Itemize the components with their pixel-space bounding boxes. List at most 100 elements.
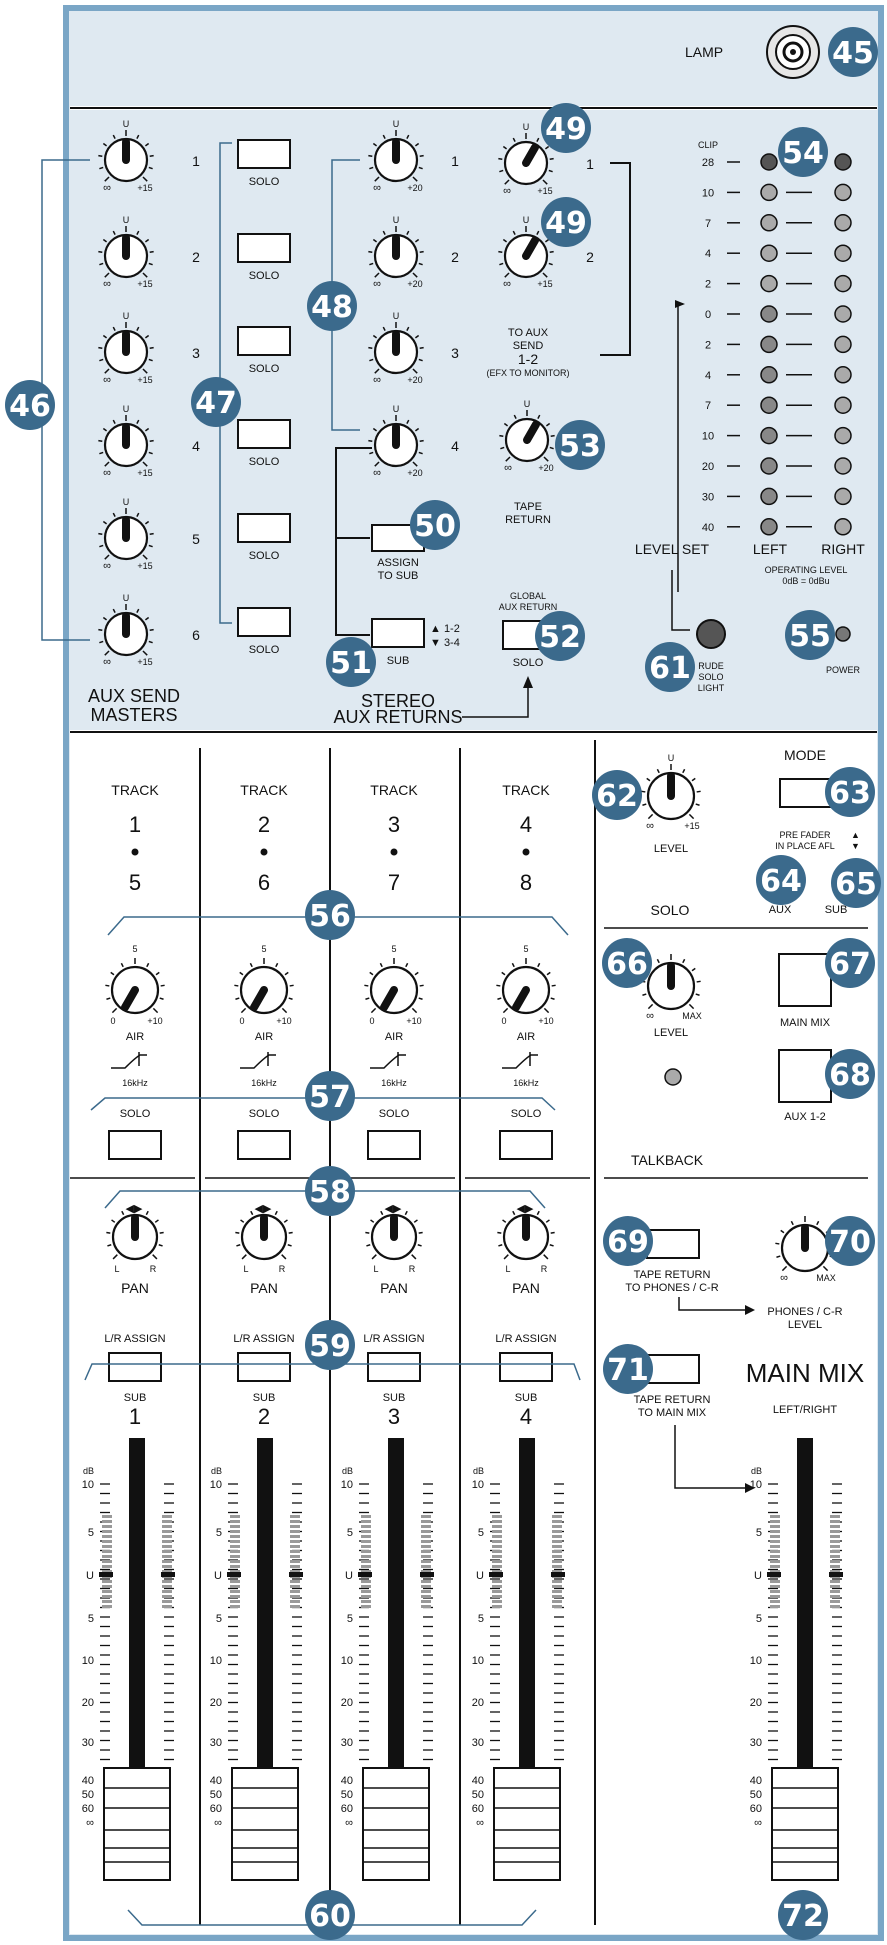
talkback-aux12-button[interactable] [778,1049,832,1103]
aux-return-knob-4[interactable]: U∞+20 [368,404,424,479]
track-solo-button[interactable] [499,1130,553,1160]
fader-cap[interactable] [362,1767,430,1881]
solo-level-knob[interactable]: U∞+15 [641,753,701,832]
fader-scale-label: 5 [478,1613,484,1625]
fader-scale-label: 30 [82,1737,94,1749]
air-knob-4[interactable] [496,958,556,1015]
aux-return-sub-button[interactable] [371,618,425,648]
pan-knob-2[interactable] [235,1206,293,1261]
track-label: TRACK [111,782,159,798]
lamp-socket[interactable] [766,25,820,79]
fader-scale-label: 5 [756,1527,762,1539]
meter-led-right [834,244,852,262]
svg-text:58: 58 [309,1175,351,1210]
tape-return-knob[interactable]: U∞+20 [499,399,555,474]
solo-mode-button[interactable] [779,778,833,808]
air-knob-2[interactable] [234,958,294,1015]
fader-scale-label: 20 [341,1697,353,1709]
global-aux-return-solo-label: SOLO [513,657,544,669]
fader-cap[interactable] [771,1767,839,1881]
fader-scale-label: 30 [750,1737,762,1749]
pan-l: L [373,1264,378,1274]
aux-send-masters-title-2: MASTERS [90,705,177,725]
to-aux-send-knob-1[interactable]: U∞+15 [498,122,554,197]
shelf-eq-icon [240,1054,276,1069]
pan-center-arrows: ◀▶ [517,1203,534,1215]
aux-return-knob-3[interactable]: U∞+20 [368,311,424,386]
tape-return-knob-min: ∞ [504,462,512,474]
tape-to-phones-button[interactable] [646,1229,700,1259]
air-max: +10 [538,1016,553,1026]
aux-master-knob-3[interactable]: U∞+15 [98,311,154,386]
lr-assign-button[interactable] [237,1352,291,1382]
callout-59: 59 [305,1320,355,1370]
track-solo-button[interactable] [237,1130,291,1160]
aux-master-knob-4[interactable]: U∞+15 [98,404,154,479]
fader-scale-label: 5 [347,1613,353,1625]
svg-text:53: 53 [559,429,601,464]
tape-to-main-button[interactable] [646,1354,700,1384]
lr-assign-button[interactable] [367,1352,421,1382]
fader-scale-label: 20 [210,1697,222,1709]
tape-return-line1: TAPE [514,501,542,513]
aux-master-solo-button[interactable] [237,139,291,169]
aux-master-solo-button[interactable] [237,326,291,356]
svg-text:52: 52 [539,620,581,655]
aux-master-solo-button[interactable] [237,607,291,637]
pan-knob-4[interactable] [497,1206,555,1261]
aux-master-knob-2-center: U [123,215,130,225]
aux-master-knob-5[interactable]: U∞+15 [98,497,154,572]
aux-master-number: 1 [192,153,200,169]
operating-level-2: 0dB = 0dBu [782,576,829,586]
pan-knob-1[interactable] [106,1206,164,1261]
solo-aux-label: AUX [769,904,792,916]
talkback-level-knob-max: MAX [682,1011,702,1021]
sub-label: SUB [515,1392,538,1404]
aux-master-knob-2-max: +15 [137,279,152,289]
talkback-led [664,1068,682,1086]
air-knob-3[interactable] [364,958,424,1015]
aux-return-knob-2[interactable]: U∞+20 [368,215,424,290]
phones-level-knob-max: MAX [816,1273,836,1283]
fader-scale-label: 50 [210,1789,222,1801]
aux-master-knob-1[interactable]: U∞+15 [98,119,154,194]
fader-cap[interactable] [231,1767,299,1881]
fader-cap[interactable] [103,1767,171,1881]
lr-assign-button[interactable] [108,1352,162,1382]
aux-master-solo-button[interactable] [237,233,291,263]
meter-scale-label: 4 [705,370,711,382]
talkback-title: TALKBACK [631,1152,704,1168]
pan-knob-3[interactable] [365,1206,423,1261]
fader-scale-label: 50 [341,1789,353,1801]
meter-scale-label: 30 [702,491,714,503]
aux-master-knob-6-center: U [123,593,130,603]
fader-scale-label: 60 [210,1803,222,1815]
phones-level-knob-min: ∞ [780,1272,788,1284]
track-solo-button[interactable] [367,1130,421,1160]
aux-master-solo-button[interactable] [237,419,291,449]
aux-return-knob-1[interactable]: U∞+20 [368,119,424,194]
talkback-main-mix-button[interactable] [778,953,832,1007]
fader-cap[interactable] [493,1767,561,1881]
aux-master-knob-3-min: ∞ [103,374,111,386]
aux-master-knob-6[interactable]: U∞+15 [98,593,154,668]
air-top: 5 [391,944,396,954]
track-solo-button[interactable] [108,1130,162,1160]
aux-master-knob-2[interactable]: U∞+15 [98,215,154,290]
callout-47: 47 [191,377,241,427]
talkback-level-knob-min: ∞ [646,1010,654,1022]
aux-master-solo-button[interactable] [237,513,291,543]
to-aux-send-knob-2[interactable]: U∞+15 [498,215,554,290]
meter-led-left [760,426,778,445]
lr-assign-button[interactable] [499,1352,553,1382]
meter-led-right [834,274,852,293]
pan-l: L [505,1264,510,1274]
air-knob-1[interactable] [105,958,165,1015]
meter-scale-label: 0 [705,309,711,321]
meter-led-left [760,396,778,414]
